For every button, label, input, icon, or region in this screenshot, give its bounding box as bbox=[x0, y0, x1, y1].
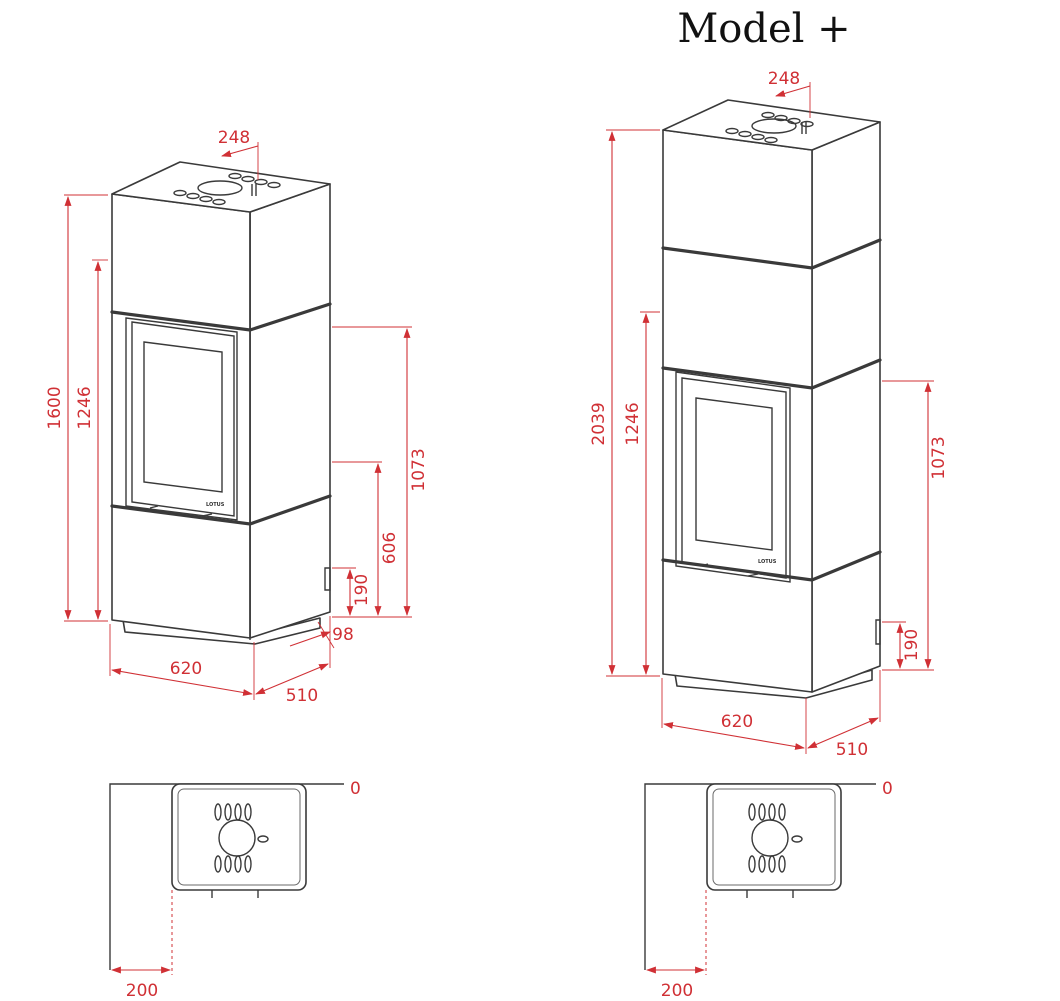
dim-air-offset: 98 bbox=[332, 625, 354, 645]
brand-logo-plus: LOTUS bbox=[758, 559, 777, 565]
dim-plus-total-height: 2039 bbox=[589, 402, 609, 445]
dim-plus-flue-offset: 248 bbox=[768, 69, 800, 89]
wall-zero-label: 0 bbox=[350, 779, 361, 799]
stove-plus-band-1 bbox=[661, 238, 882, 270]
dim-outlet-height: 1073 bbox=[409, 448, 429, 491]
stove-plus-glass bbox=[695, 397, 773, 551]
dim-width: 620 bbox=[170, 659, 202, 679]
stove-band-upper bbox=[110, 302, 332, 332]
stove-plus-top bbox=[662, 99, 881, 151]
flue-openings-plus bbox=[725, 111, 814, 144]
dim-air-height: 190 bbox=[352, 574, 372, 606]
stove-door: LOTUS bbox=[125, 317, 238, 521]
plan-view-standard: 0 200 bbox=[109, 779, 361, 1001]
stove-plus-door: LOTUS bbox=[675, 371, 791, 583]
flue-openings bbox=[173, 172, 281, 206]
model-title: Model + bbox=[677, 6, 850, 52]
plan-body-plus bbox=[706, 783, 842, 891]
brand-logo: LOTUS bbox=[206, 502, 225, 508]
dim-total-height: 1600 bbox=[45, 386, 65, 429]
stove-plus-band-2 bbox=[661, 358, 882, 390]
plan-view-plus: 0 200 bbox=[644, 779, 893, 1001]
dim-plus-flue-height: 1246 bbox=[623, 402, 643, 445]
stove-plus-side-face bbox=[811, 121, 881, 693]
dim-inlet-height: 606 bbox=[380, 532, 400, 564]
wall-zero-label-plus: 0 bbox=[882, 779, 893, 799]
dim-wall-distance-plus: 200 bbox=[661, 981, 693, 1001]
plan-body bbox=[171, 783, 307, 891]
dim-flue-offset: 248 bbox=[218, 128, 250, 148]
stove-plus: LOTUS 248 2039 1246 1073 190 620 bbox=[589, 69, 949, 760]
dim-wall-distance: 200 bbox=[126, 981, 158, 1001]
stove-glass bbox=[143, 341, 223, 493]
dim-flue-height: 1246 bbox=[75, 386, 95, 429]
dim-plus-outlet-height: 1073 bbox=[929, 436, 949, 479]
stove-side-face bbox=[249, 183, 331, 639]
stove-standard: LOTUS 248 1600 1246 1073 606 190 bbox=[45, 128, 429, 706]
dim-plus-width: 620 bbox=[721, 712, 753, 732]
stove-top bbox=[111, 161, 331, 213]
dim-plus-depth: 510 bbox=[836, 740, 868, 760]
dim-plus-air-height: 190 bbox=[902, 629, 922, 661]
stove-band-lower bbox=[110, 494, 332, 526]
dim-depth: 510 bbox=[286, 686, 318, 706]
plan-flue-plus bbox=[751, 819, 789, 857]
